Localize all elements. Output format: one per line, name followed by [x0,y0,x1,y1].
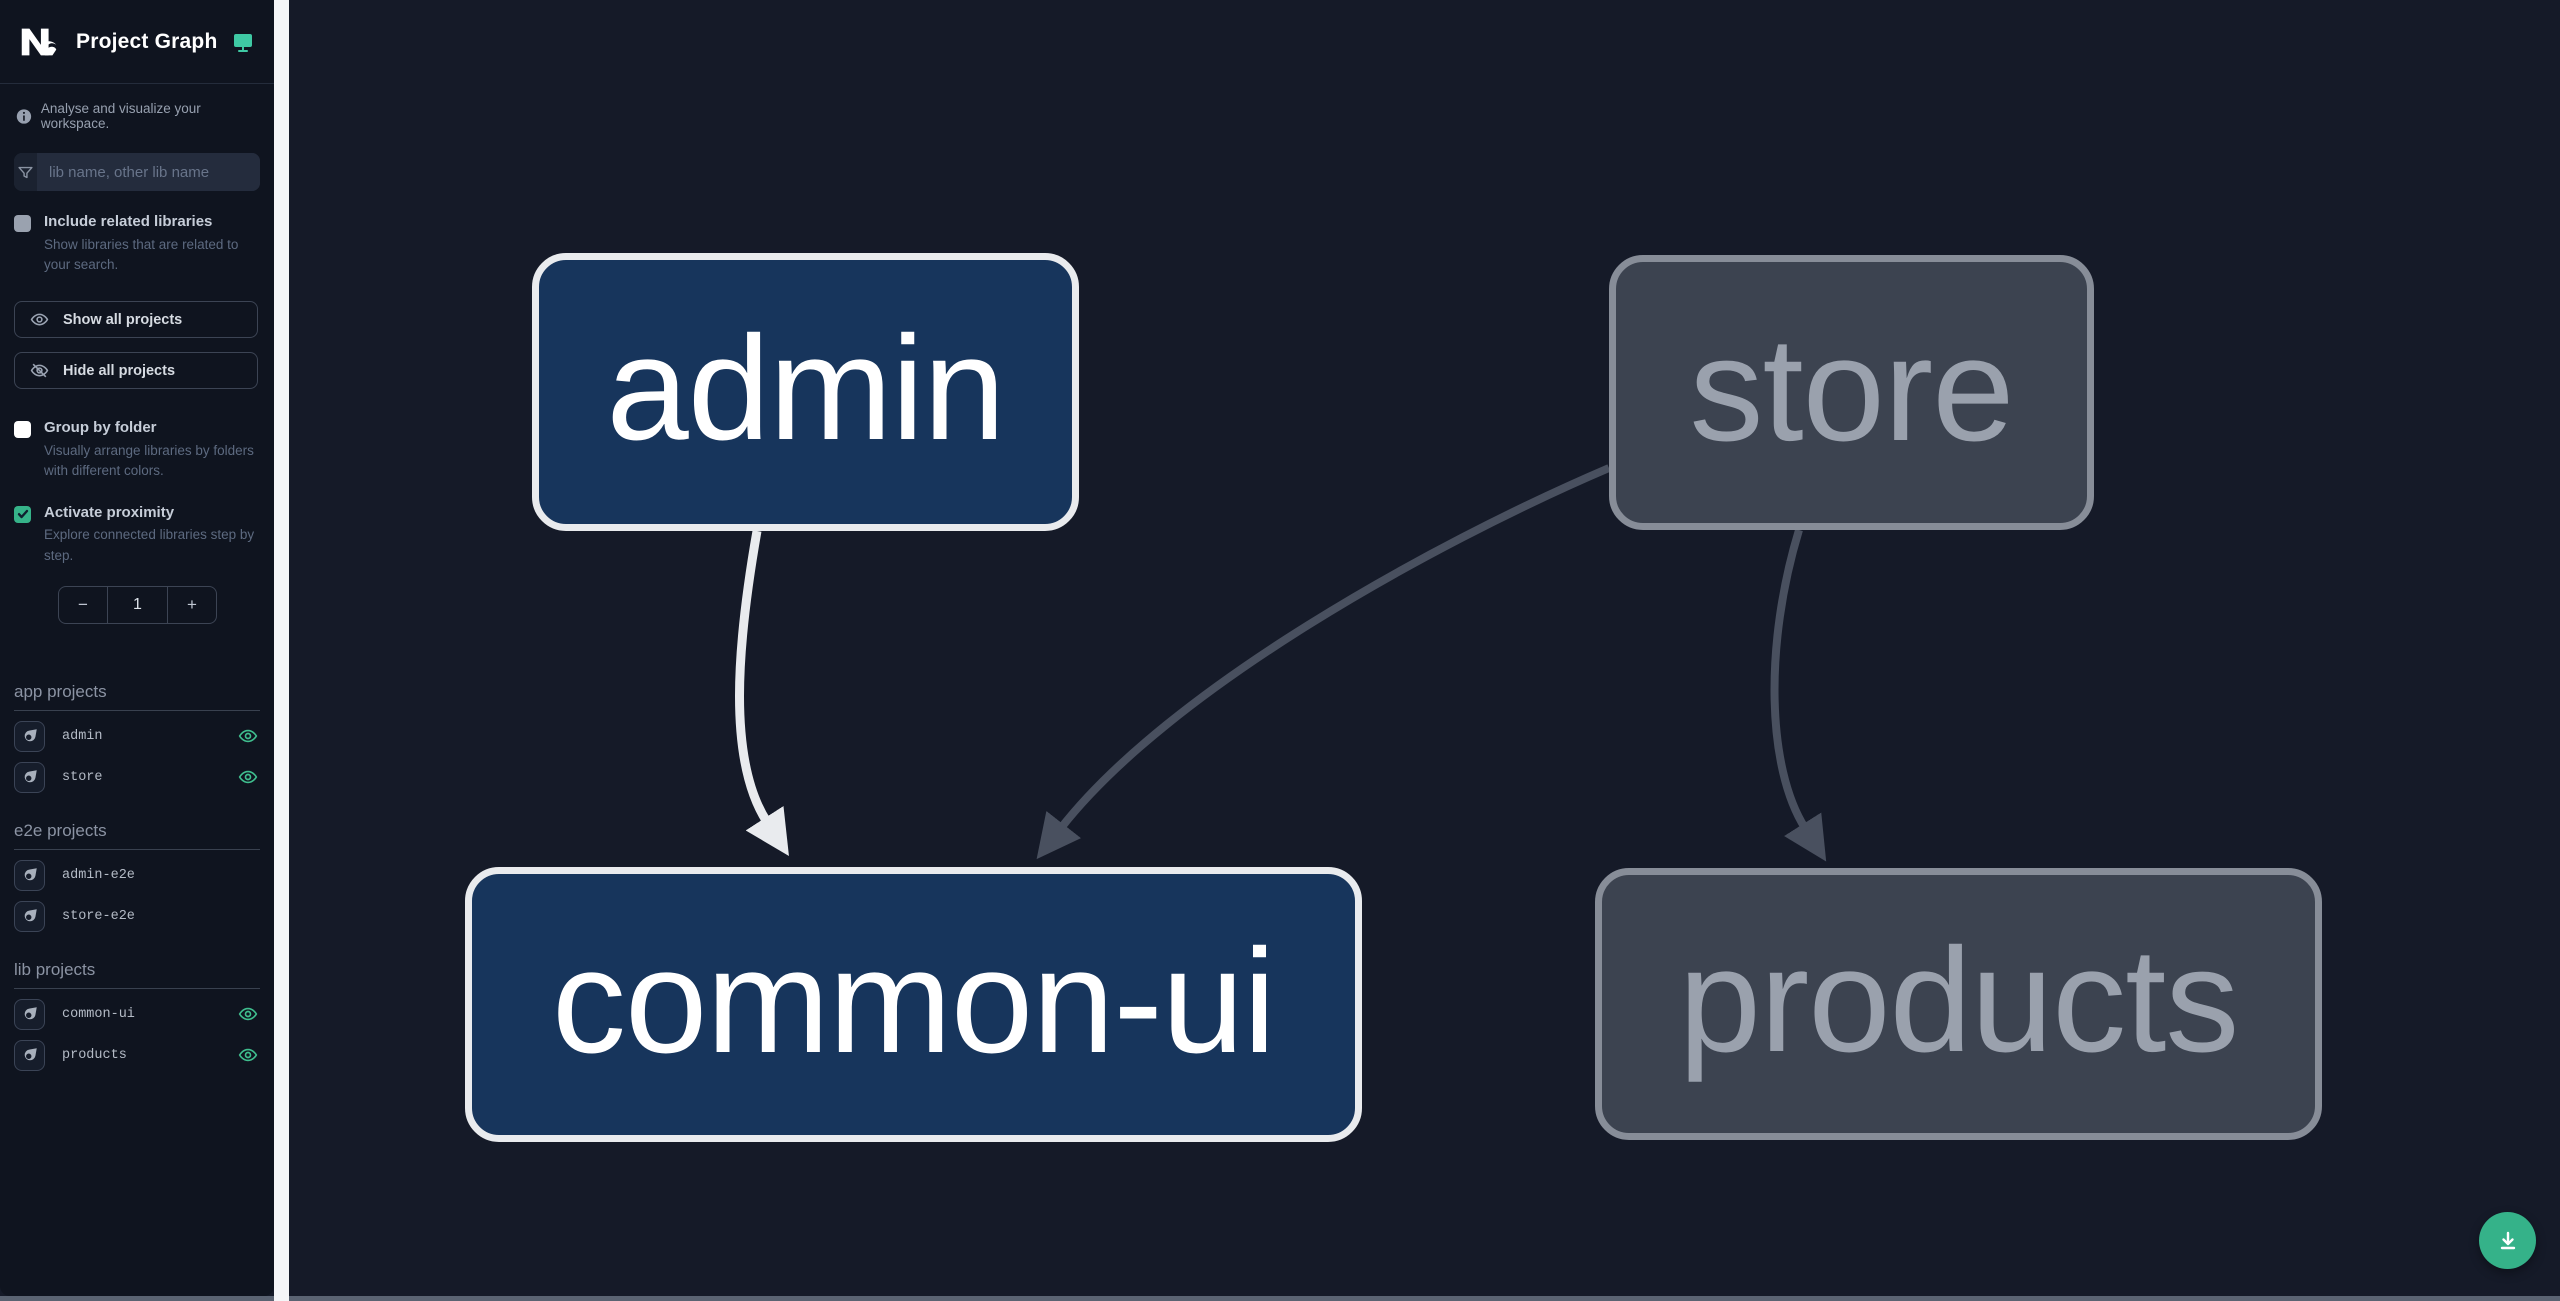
eye-icon [238,729,258,743]
graph-node-products[interactable]: products [1595,868,2322,1140]
project-row-admin-e2e: admin-e2e [14,859,260,891]
hide-all-projects-label: Hide all projects [63,362,176,379]
project-row-admin: admin [14,720,260,752]
focus-pin-icon [24,729,37,742]
eye-slash-icon [30,363,49,378]
project-name: store [62,769,103,785]
eye-icon [238,1048,258,1062]
group-by-folder-option: Group by folder Visually arrange librari… [14,419,258,481]
proximity-value[interactable]: 1 [107,586,168,623]
activate-proximity-option: Activate proximity Explore connected lib… [14,504,258,566]
focus-project-button[interactable] [14,900,45,932]
toggle-visibility-button[interactable] [238,767,258,787]
workspace-tagline-row: Analyse and visualize your workspace. [0,84,274,145]
activate-proximity-label: Activate proximity [44,503,175,521]
graph-canvas[interactable]: admin store common-ui products [289,0,2560,1296]
include-related-option: Include related libraries Show libraries… [14,213,258,275]
toggle-visibility-button[interactable] [238,726,258,746]
focus-pin-icon [24,909,37,922]
section-e2e-projects: e2e projects admin-e2e store-e2e [14,821,260,932]
edge-store-to-common-ui [1036,464,1611,860]
include-related-description: Show libraries that are related to your … [44,236,239,272]
focus-pin-icon [24,1048,37,1061]
focus-pin-icon [24,1007,37,1020]
proximity-increment-button[interactable]: + [168,587,216,623]
proximity-decrement-button[interactable]: − [59,587,107,623]
group-by-folder-label: Group by folder [44,419,157,437]
project-name: admin-e2e [62,867,135,883]
workspace-tagline: Analyse and visualize your workspace. [40,101,201,131]
download-graph-button[interactable] [2479,1212,2536,1269]
focus-pin-icon [24,868,37,881]
section-title: lib projects [14,960,260,989]
download-icon [2500,1231,2515,1249]
hide-all-projects-button[interactable]: Hide all projects [14,352,258,390]
project-name: store-e2e [62,908,135,924]
edge-store-to-products [1770,528,1827,862]
focus-pin-icon [24,770,37,783]
horizontal-scrollbar-track[interactable] [0,1296,2560,1301]
theme-monitor-button[interactable] [231,30,255,54]
section-title: e2e projects [14,821,260,850]
eye-icon [238,1007,258,1021]
eye-icon [238,770,258,784]
toggle-visibility-button[interactable] [238,1004,258,1024]
focus-project-button[interactable] [14,761,45,793]
focus-project-button[interactable] [14,720,45,752]
focus-project-button[interactable] [14,1039,45,1071]
group-by-folder-checkbox[interactable] [14,421,31,439]
section-app-projects: app projects admin [14,682,260,793]
eye-icon [30,313,49,326]
include-related-label: Include related libraries [44,213,213,230]
graph-edges [735,464,1827,862]
show-all-projects-button[interactable]: Show all projects [14,301,258,339]
sidebar-resize-handle[interactable] [274,0,289,1301]
info-icon [16,108,32,124]
nx-logo-icon [21,28,57,55]
sidebar-header: Project Graph [0,0,274,84]
include-related-checkbox[interactable] [14,215,31,232]
activate-proximity-description: Explore connected libraries step by step… [44,527,255,563]
monitor-icon [234,33,253,52]
checkmark-icon [17,509,28,519]
search-input[interactable] [37,153,260,191]
project-row-store: store [14,761,260,793]
group-by-folder-description: Visually arrange libraries by folders wi… [44,443,254,479]
section-title: app projects [14,682,260,711]
sidebar: Project Graph Analyse and visualize your… [0,0,274,1296]
project-name: products [62,1047,127,1063]
section-lib-projects: lib projects common-ui [14,960,260,1071]
edge-admin-to-common-ui [735,530,789,857]
focus-project-button[interactable] [14,998,45,1030]
proximity-stepper: − 1 + [58,585,217,624]
project-row-store-e2e: store-e2e [14,900,260,932]
activate-proximity-checkbox[interactable] [14,505,31,523]
page-title: Project Graph [76,29,218,53]
project-name: admin [62,728,103,744]
show-all-projects-label: Show all projects [63,311,183,328]
toggle-visibility-button[interactable] [238,1045,258,1065]
graph-node-common-ui[interactable]: common-ui [465,867,1362,1142]
project-name: common-ui [62,1006,135,1022]
project-row-common-ui: common-ui [14,998,260,1030]
search-box [14,153,260,191]
project-row-products: products [14,1039,260,1071]
filter-funnel-icon [14,153,37,191]
focus-project-button[interactable] [14,859,45,891]
graph-node-admin[interactable]: admin [532,253,1079,531]
graph-node-store[interactable]: store [1609,255,2094,530]
